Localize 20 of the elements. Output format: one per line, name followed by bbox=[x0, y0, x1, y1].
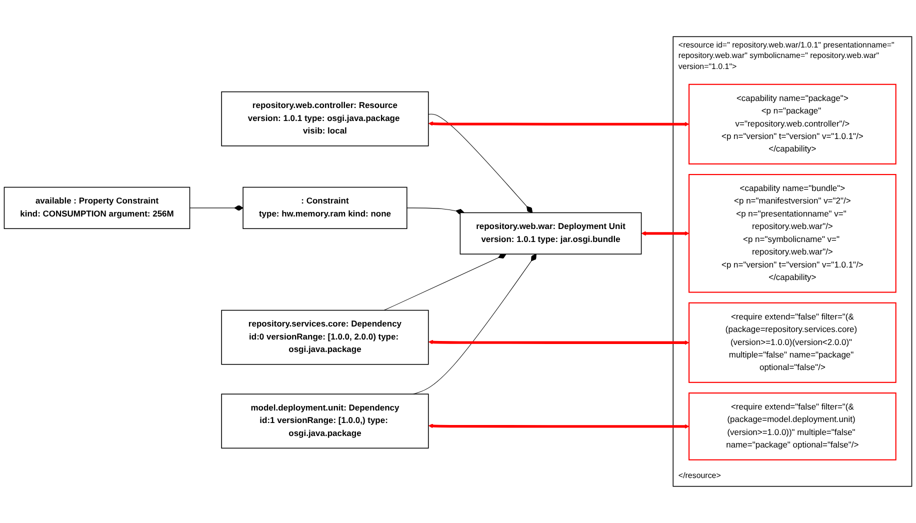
arrow bbox=[428, 424, 690, 429]
node-box: <capability name="bundle"> <p n="manifestversion" v="2"/> <p n="presentationname" v=" repository.web.war"/> <p n="symbolicname" v=" repository.web.war"/> <p n="version" t="version" v="1.0.1"/> </capability> bbox=[688, 174, 896, 293]
connector bbox=[412, 254, 536, 394]
arrow bbox=[428, 340, 690, 345]
cluster bbox=[672, 36, 912, 487]
arrow bbox=[641, 231, 690, 236]
node-box: <require extend="false" filter="(&(package=repository.services.core) (version>=1.0.0)(version<2.0.0)" multiple="false" name="package" optional="false"/> bbox=[688, 302, 896, 383]
node-box: repository.web.war: Deployment Unit version: 1.0.1 type: jar.osgi.bundle bbox=[460, 212, 642, 254]
node-box: <require extend="false" filter="(&(package=model.deployment.unit) (version>=1.0.0))" multiple="false" name="package" optional="false"/> bbox=[688, 392, 896, 460]
node-box: <capability name="package"> <p n="package" v="repository.web.controller"/> <p n="version" t="version" v="1.0.1"/> </capability> bbox=[688, 84, 896, 164]
node-box: model.deployment.unit: Dependency id:1 versionRange: [1.0.0,) type: osgi.java.package bbox=[221, 394, 429, 449]
node-box: repository.web.controller: Resource version: 1.0.1 type: osgi.java.package visib: local bbox=[221, 91, 429, 146]
arrow bbox=[428, 121, 690, 126]
connector bbox=[428, 114, 533, 213]
connector bbox=[189, 205, 244, 211]
connector bbox=[384, 253, 506, 311]
connector bbox=[406, 208, 465, 215]
node-box: available : Property Constraint kind: CONSUMPTION argument: 256M bbox=[4, 186, 190, 230]
node-box: : Constraint type: hw.memory.ram kind: none bbox=[242, 186, 408, 230]
node-box: repository.services.core: Dependency id:0 versionRange: [1.0.0, 2.0.0) type: osgi.java.package bbox=[221, 310, 429, 365]
